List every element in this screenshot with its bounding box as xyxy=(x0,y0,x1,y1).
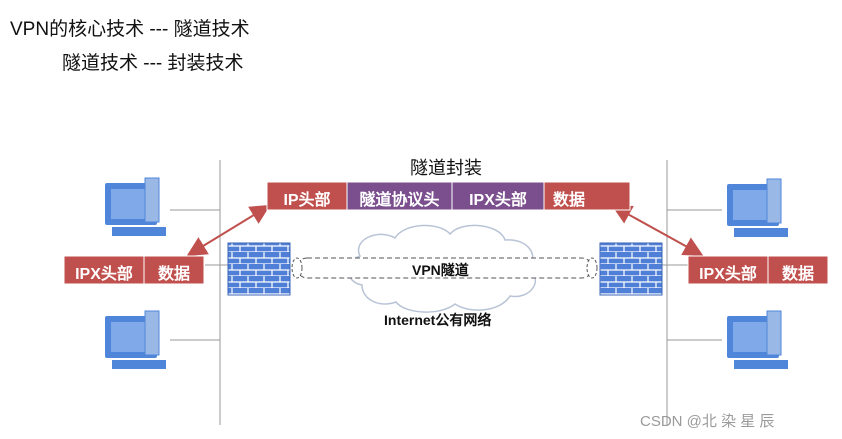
vpn-tunnel xyxy=(291,257,598,279)
right-encap-arrow xyxy=(611,205,704,256)
packet-top-tunnel-header: 隧道协议头 xyxy=(359,192,440,209)
computer-icon-top-left xyxy=(105,177,166,236)
packet-top-ip-header: IP头部 xyxy=(283,192,331,209)
computer-icon-bottom-left xyxy=(105,310,166,369)
firewall-right-icon xyxy=(599,242,663,296)
packet-top-ipx-header: IPX头部 xyxy=(469,192,527,209)
right-packet xyxy=(687,255,829,285)
watermark: CSDN @北 染 星 辰 xyxy=(640,413,775,430)
top-packet xyxy=(266,181,631,211)
firewall-left-icon xyxy=(227,242,291,296)
tunnel-label: VPN隧道 xyxy=(412,262,469,278)
computer-icon-bottom-right xyxy=(727,310,788,369)
heading-line-2: 隧道技术 --- 封装技术 xyxy=(62,53,244,74)
packet-left-ipx-header: IPX头部 xyxy=(75,266,133,283)
encap-title: 隧道封装 xyxy=(410,158,482,178)
left-encap-arrow xyxy=(186,204,271,257)
packet-top-data: 数据 xyxy=(552,192,585,209)
packet-right-data: 数据 xyxy=(781,266,814,283)
left-packet xyxy=(63,255,205,285)
packet-left-data: 数据 xyxy=(157,266,190,283)
packet-right-ipx-header: IPX头部 xyxy=(699,266,757,283)
cloud-label: Internet公有网络 xyxy=(384,312,492,328)
heading-line-1: VPN的核心技术 --- 隧道技术 xyxy=(10,19,250,40)
computer-icon-top-right xyxy=(727,178,788,237)
